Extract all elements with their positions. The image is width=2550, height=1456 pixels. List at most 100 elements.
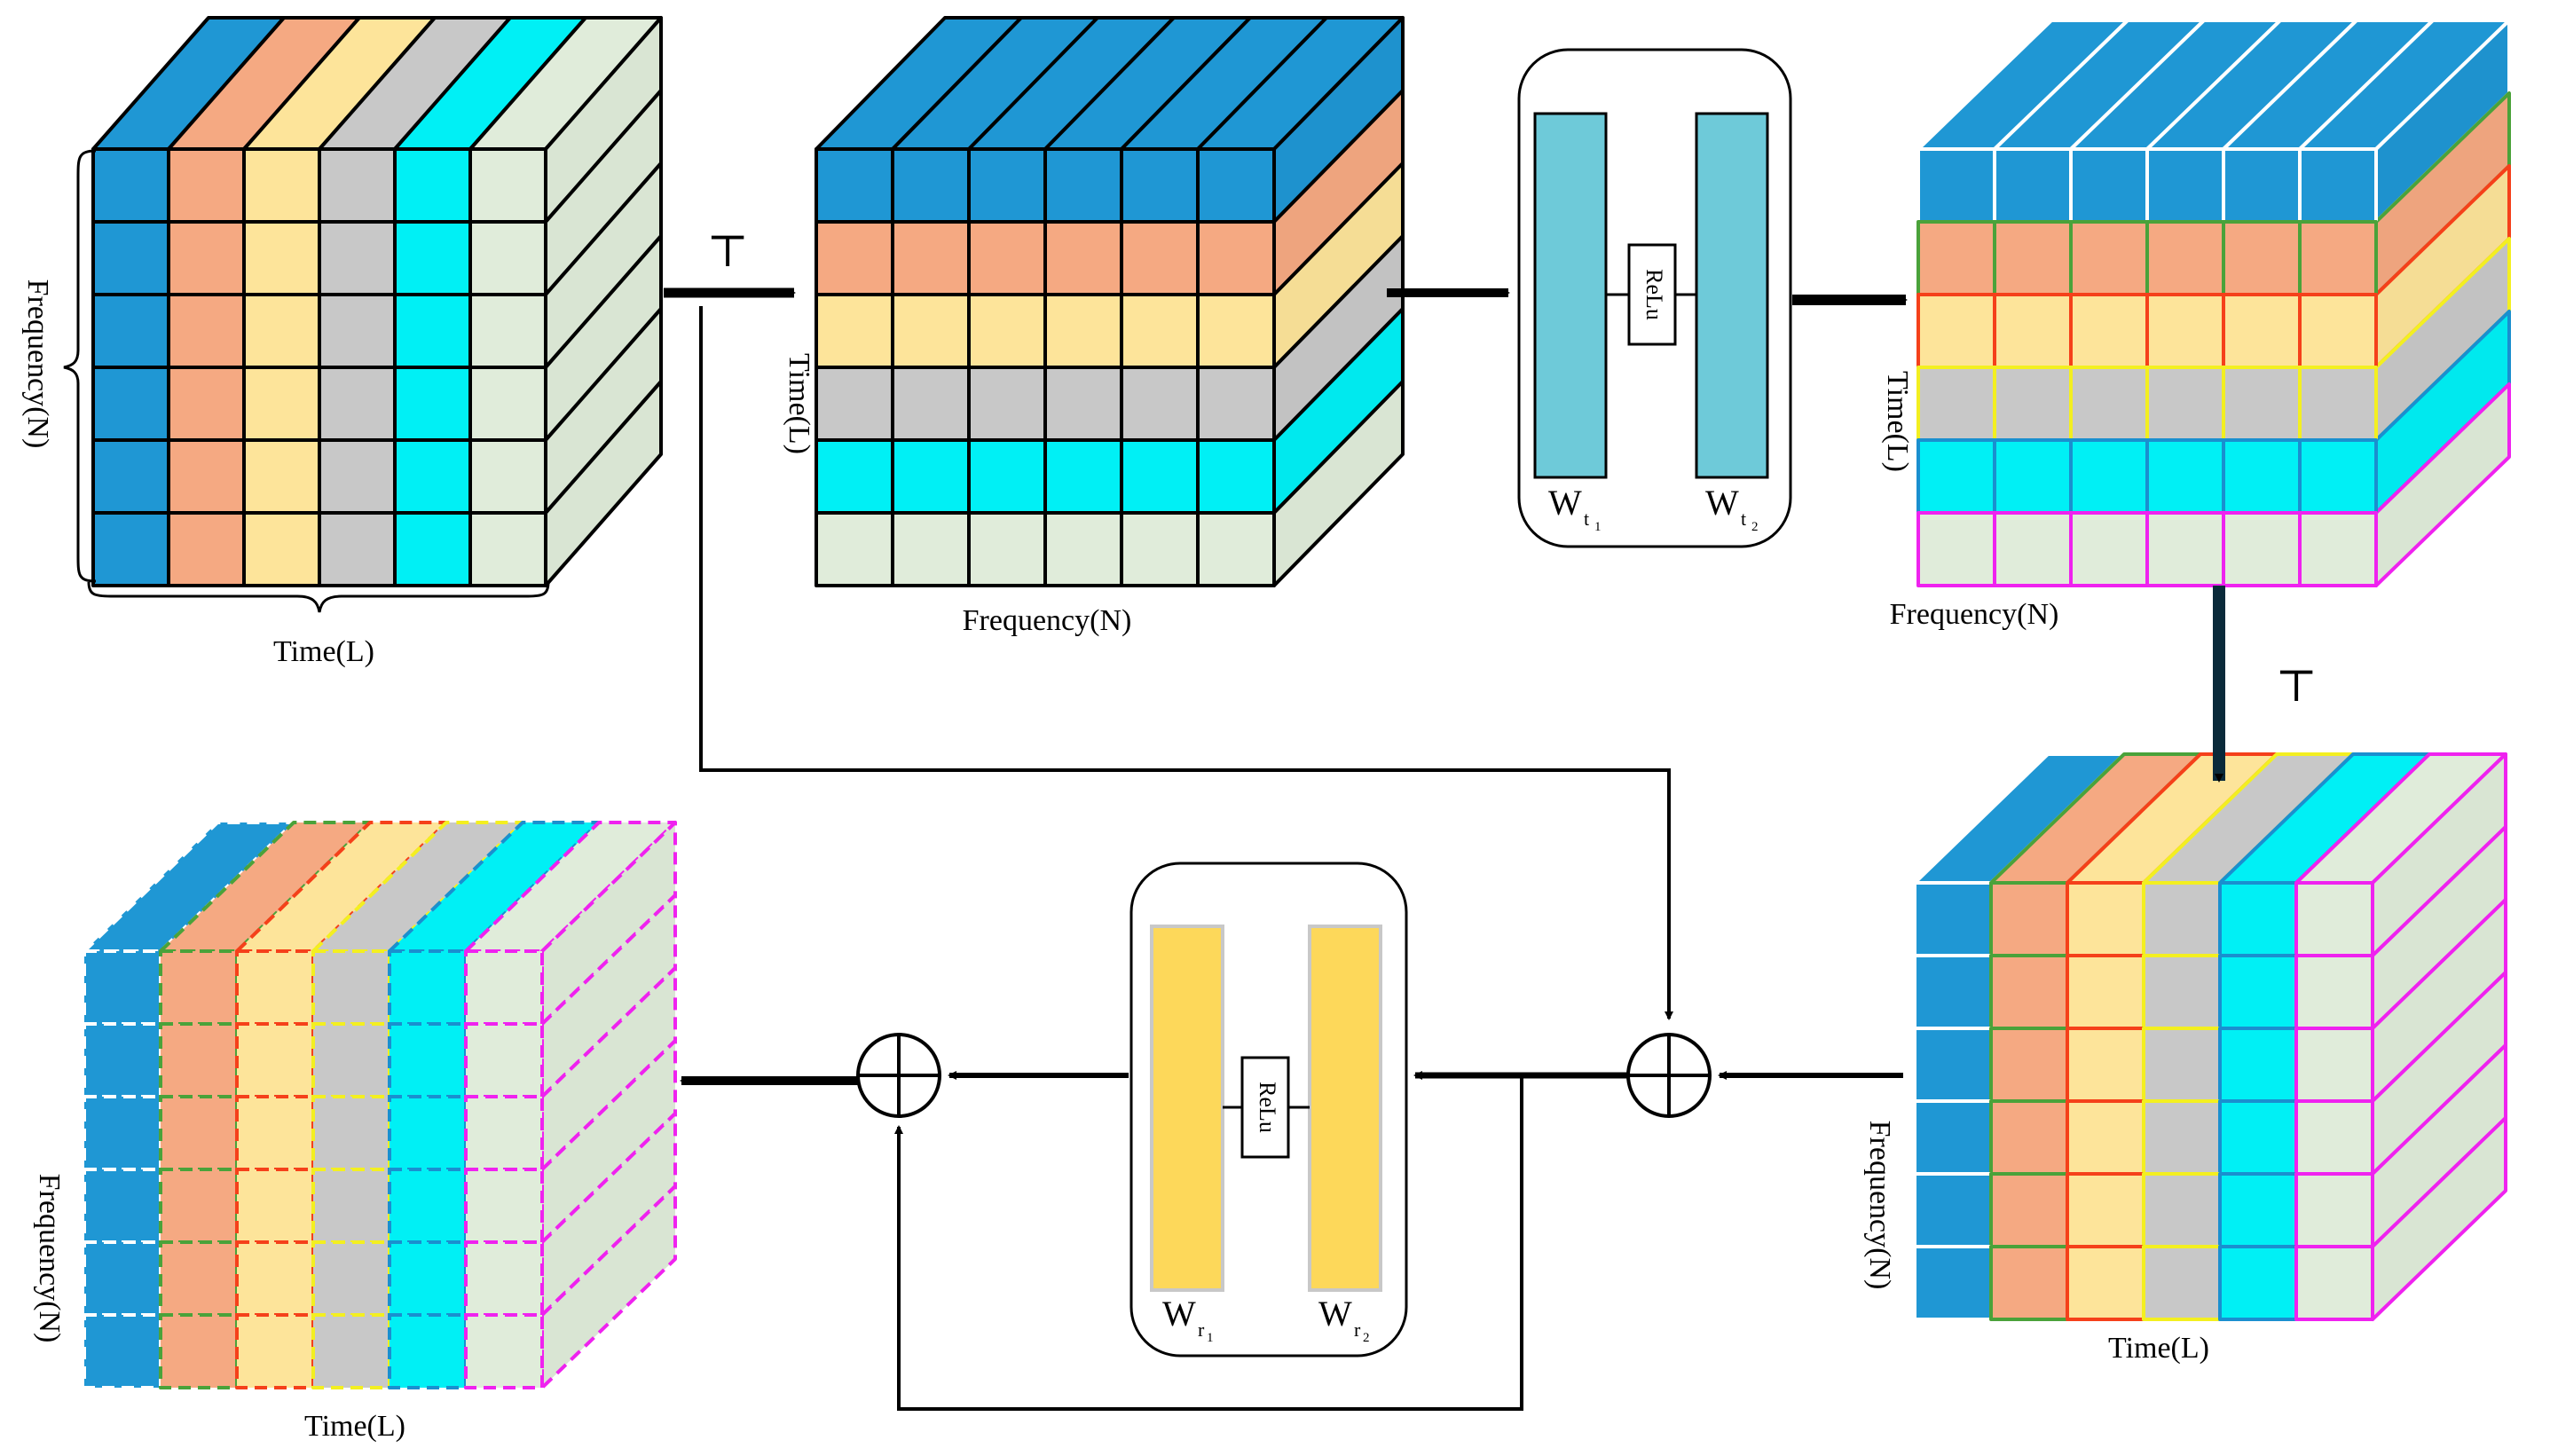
svg-text:W: W bbox=[1318, 1294, 1352, 1334]
cube-cell bbox=[1989, 1099, 2069, 1176]
weight-wr2-label: W r 2 bbox=[1318, 1294, 1370, 1345]
cube-cell bbox=[2222, 511, 2302, 587]
cube-cell bbox=[2218, 954, 2298, 1030]
cube-cell bbox=[2218, 1245, 2298, 1321]
cube-cell bbox=[1196, 293, 1276, 369]
cube-cell bbox=[318, 511, 397, 587]
cube-cell bbox=[2218, 881, 2298, 957]
cube-cell bbox=[235, 949, 315, 1026]
relu-label-time: ReLu bbox=[1641, 269, 1667, 320]
cube-cell bbox=[83, 1095, 162, 1171]
cube-cell bbox=[815, 511, 894, 587]
cube-cell bbox=[1043, 438, 1123, 515]
svg-text:W: W bbox=[1162, 1294, 1196, 1334]
cube-cell bbox=[311, 1022, 391, 1098]
cube-cell bbox=[393, 366, 472, 442]
cube-cell bbox=[1916, 366, 1996, 442]
cube-cell bbox=[967, 293, 1047, 369]
cube-cell bbox=[2145, 511, 2225, 587]
time-mlp-frame bbox=[1517, 48, 1792, 548]
cube-cell bbox=[2066, 881, 2145, 957]
cube-cell bbox=[2218, 1027, 2298, 1103]
cube-cell bbox=[2066, 1099, 2145, 1176]
cube-cell bbox=[311, 1168, 391, 1244]
cube-cell bbox=[967, 438, 1047, 515]
cube-cell bbox=[891, 511, 971, 587]
svg-text:r: r bbox=[1354, 1318, 1361, 1341]
cube-cell bbox=[2145, 220, 2225, 296]
cube-cell bbox=[2066, 1245, 2145, 1321]
cube-cell bbox=[2222, 220, 2302, 296]
cube-cell bbox=[235, 1095, 315, 1171]
cube-cell bbox=[91, 147, 170, 224]
cube-cell bbox=[2298, 220, 2378, 296]
cube-cell bbox=[159, 1095, 239, 1171]
cube4-time-label: Time(L) bbox=[2108, 1332, 2209, 1365]
cube-cell bbox=[167, 366, 246, 442]
cube-cell bbox=[1120, 220, 1200, 296]
cube-cell bbox=[83, 949, 162, 1026]
cube-cell bbox=[83, 1240, 162, 1317]
transposed-back-cube bbox=[1913, 752, 2507, 1321]
cube-cell bbox=[464, 949, 544, 1026]
cube-cell bbox=[967, 366, 1047, 442]
cube-cell bbox=[2294, 954, 2374, 1030]
sum-node-left bbox=[856, 1033, 941, 1118]
cube-cell bbox=[167, 511, 246, 587]
cube-cell bbox=[468, 147, 547, 224]
transposed-cube-frequency-rows bbox=[815, 16, 1405, 587]
residual-skip-path bbox=[894, 1075, 1523, 1411]
cube-cell bbox=[393, 220, 472, 296]
cube-cell bbox=[1120, 366, 1200, 442]
cube-cell bbox=[2069, 147, 2149, 224]
cube-cell bbox=[1993, 220, 2073, 296]
cube-cell bbox=[235, 1240, 315, 1317]
cube-cell bbox=[1120, 147, 1200, 224]
cube-cell bbox=[388, 1095, 468, 1171]
cube-cell bbox=[468, 511, 547, 587]
cube-cell bbox=[167, 147, 246, 224]
cube-cell bbox=[159, 1022, 239, 1098]
cube-cell bbox=[311, 1240, 391, 1317]
output-frequency-label: Frequency(N) bbox=[33, 1174, 66, 1343]
cube-cell bbox=[891, 147, 971, 224]
relu-box-time bbox=[1627, 243, 1677, 346]
cube-cell bbox=[2298, 366, 2378, 442]
cube-cell bbox=[1993, 438, 2073, 515]
cube-cell bbox=[2298, 147, 2378, 224]
cube-cell bbox=[318, 438, 397, 515]
input-cube-time-columns bbox=[91, 16, 663, 587]
time-mlp-block: ReLu W t 1 W t 2 bbox=[1517, 48, 1792, 548]
cube-cell bbox=[468, 293, 547, 369]
cube-cell bbox=[235, 1313, 315, 1389]
cube-cell bbox=[91, 438, 170, 515]
svg-text:W: W bbox=[1548, 483, 1582, 523]
cube-cell bbox=[2298, 511, 2378, 587]
cube-cell bbox=[464, 1168, 544, 1244]
cube-cell bbox=[393, 438, 472, 515]
cube-cell bbox=[1989, 1245, 2069, 1321]
svg-text:2: 2 bbox=[1751, 520, 1759, 534]
cube-cell bbox=[2142, 1172, 2222, 1248]
svg-text:1: 1 bbox=[1594, 520, 1602, 534]
cube-cell bbox=[318, 220, 397, 296]
cube-cell bbox=[159, 1240, 239, 1317]
cube-cell bbox=[1043, 220, 1123, 296]
cube-cell bbox=[1989, 881, 2069, 957]
cube-cell bbox=[311, 1313, 391, 1389]
cube-cell bbox=[2294, 1245, 2374, 1321]
cube-cell bbox=[242, 293, 321, 369]
cube-cell bbox=[388, 1240, 468, 1317]
cube-cell bbox=[1913, 1099, 1993, 1176]
svg-text:t: t bbox=[1584, 508, 1589, 530]
residual-mlp-frame bbox=[1129, 862, 1408, 1358]
cube-cell bbox=[91, 366, 170, 442]
cube-cell bbox=[2145, 366, 2225, 442]
cube-cell bbox=[393, 293, 472, 369]
weight-wr2-bar bbox=[1308, 925, 1382, 1292]
cube-cell bbox=[388, 1168, 468, 1244]
cube-cell bbox=[2069, 366, 2149, 442]
cube-cell bbox=[1196, 511, 1276, 587]
